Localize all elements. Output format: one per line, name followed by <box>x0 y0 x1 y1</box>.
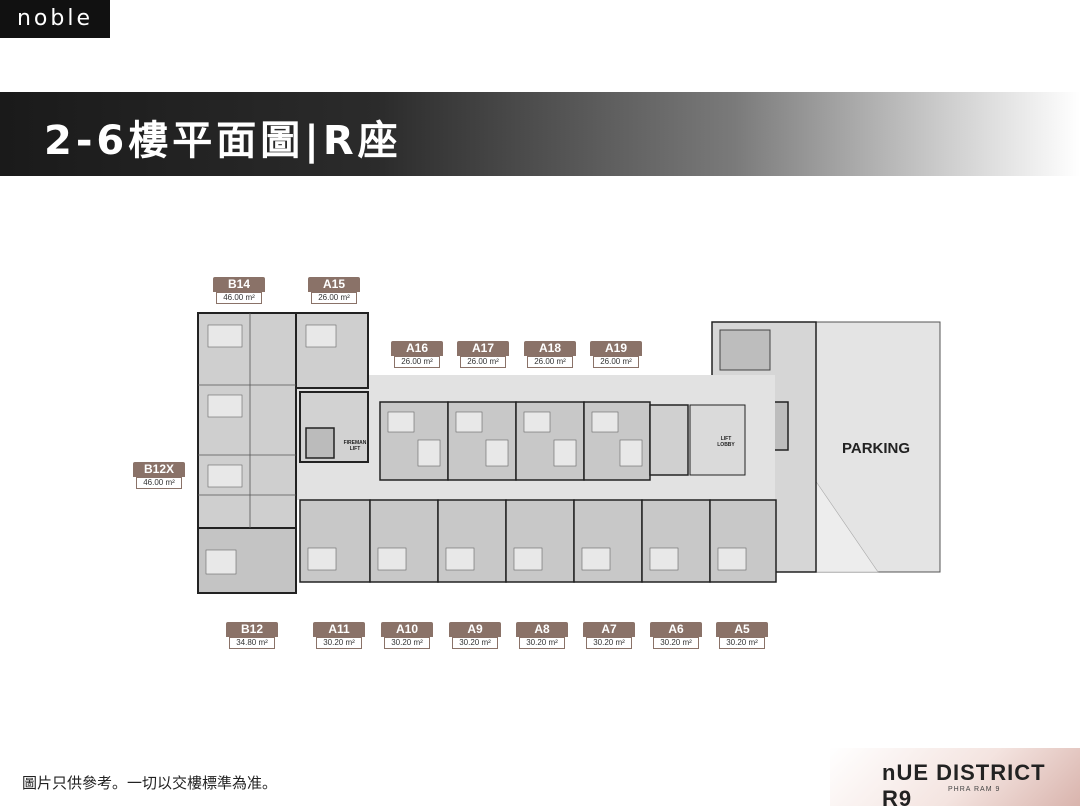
title-bar: 2-6樓平面圖|R座 <box>0 92 1080 176</box>
unit-label-a9: A9 30.20 m² <box>449 622 501 649</box>
unit-area: 26.00 m² <box>311 292 357 304</box>
unit-area: 26.00 m² <box>394 356 440 368</box>
unit-id: A18 <box>524 341 576 356</box>
logo-name: nUE DISTRICT R9 <box>882 760 1046 811</box>
stair-core <box>719 329 771 371</box>
unit-label-b12x: B12X 46.00 m² <box>133 462 185 489</box>
unit-area: 26.00 m² <box>527 356 573 368</box>
unit-id: B14 <box>213 277 265 292</box>
unit-area: 46.00 m² <box>216 292 262 304</box>
unit-id: A6 <box>650 622 702 637</box>
unit-area: 30.20 m² <box>653 637 699 649</box>
unit-id: A9 <box>449 622 501 637</box>
unit-label-a18: A18 26.00 m² <box>524 341 576 368</box>
unit-area: 30.20 m² <box>452 637 498 649</box>
unit-label-a5: A5 30.20 m² <box>716 622 768 649</box>
unit-id: A15 <box>308 277 360 292</box>
parking-label: PARKING <box>842 440 911 457</box>
unit-area: 30.20 m² <box>519 637 565 649</box>
page-title: 2-6樓平面圖|R座 <box>44 118 402 164</box>
unit-label-a16: A16 26.00 m² <box>391 341 443 368</box>
unit-area: 26.00 m² <box>593 356 639 368</box>
lift-lobby-label: LIFT LOBBY <box>717 436 735 448</box>
unit-label-b14: B14 46.00 m² <box>213 277 265 304</box>
unit-id: A19 <box>590 341 642 356</box>
unit-area: 30.20 m² <box>316 637 362 649</box>
lift-lobby-lifts <box>649 404 689 476</box>
fireman-lift-label: FIREMAN LIFT <box>343 440 367 452</box>
unit-id: B12 <box>226 622 278 637</box>
unit-label-a19: A19 26.00 m² <box>590 341 642 368</box>
unit-id: A8 <box>516 622 568 637</box>
left-wing-dividers <box>198 313 296 528</box>
lift-shaft-1 <box>305 427 335 459</box>
unit-label-a8: A8 30.20 m² <box>516 622 568 649</box>
unit-area: 30.20 m² <box>586 637 632 649</box>
lift-lobby <box>689 404 746 476</box>
brand-logo: noble <box>0 0 110 38</box>
disclaimer: 圖片只供參考。一切以交樓標準為准。 <box>22 774 278 792</box>
unit-id: B12X <box>133 462 185 477</box>
unit-label-a7: A7 30.20 m² <box>583 622 635 649</box>
unit-area: 30.20 m² <box>384 637 430 649</box>
unit-a15-block <box>295 312 369 389</box>
unit-area: 30.20 m² <box>719 637 765 649</box>
logo-sub: PHRA RAM 9 <box>948 786 1001 793</box>
unit-id: A7 <box>583 622 635 637</box>
unit-label-a10: A10 30.20 m² <box>381 622 433 649</box>
unit-id: A11 <box>313 622 365 637</box>
unit-id: A16 <box>391 341 443 356</box>
unit-label-a15: A15 26.00 m² <box>308 277 360 304</box>
unit-label-b12: B12 34.80 m² <box>226 622 278 649</box>
unit-details <box>205 324 747 575</box>
unit-id: A10 <box>381 622 433 637</box>
unit-area: 34.80 m² <box>229 637 275 649</box>
unit-label-a6: A6 30.20 m² <box>650 622 702 649</box>
unit-area: 46.00 m² <box>136 477 182 489</box>
project-logo: nUE DISTRICT R9 PHRA RAM 9 <box>830 748 1080 811</box>
unit-label-a11: A11 30.20 m² <box>313 622 365 649</box>
unit-id: A17 <box>457 341 509 356</box>
unit-label-a17: A17 26.00 m² <box>457 341 509 368</box>
unit-area: 26.00 m² <box>460 356 506 368</box>
unit-id: A5 <box>716 622 768 637</box>
